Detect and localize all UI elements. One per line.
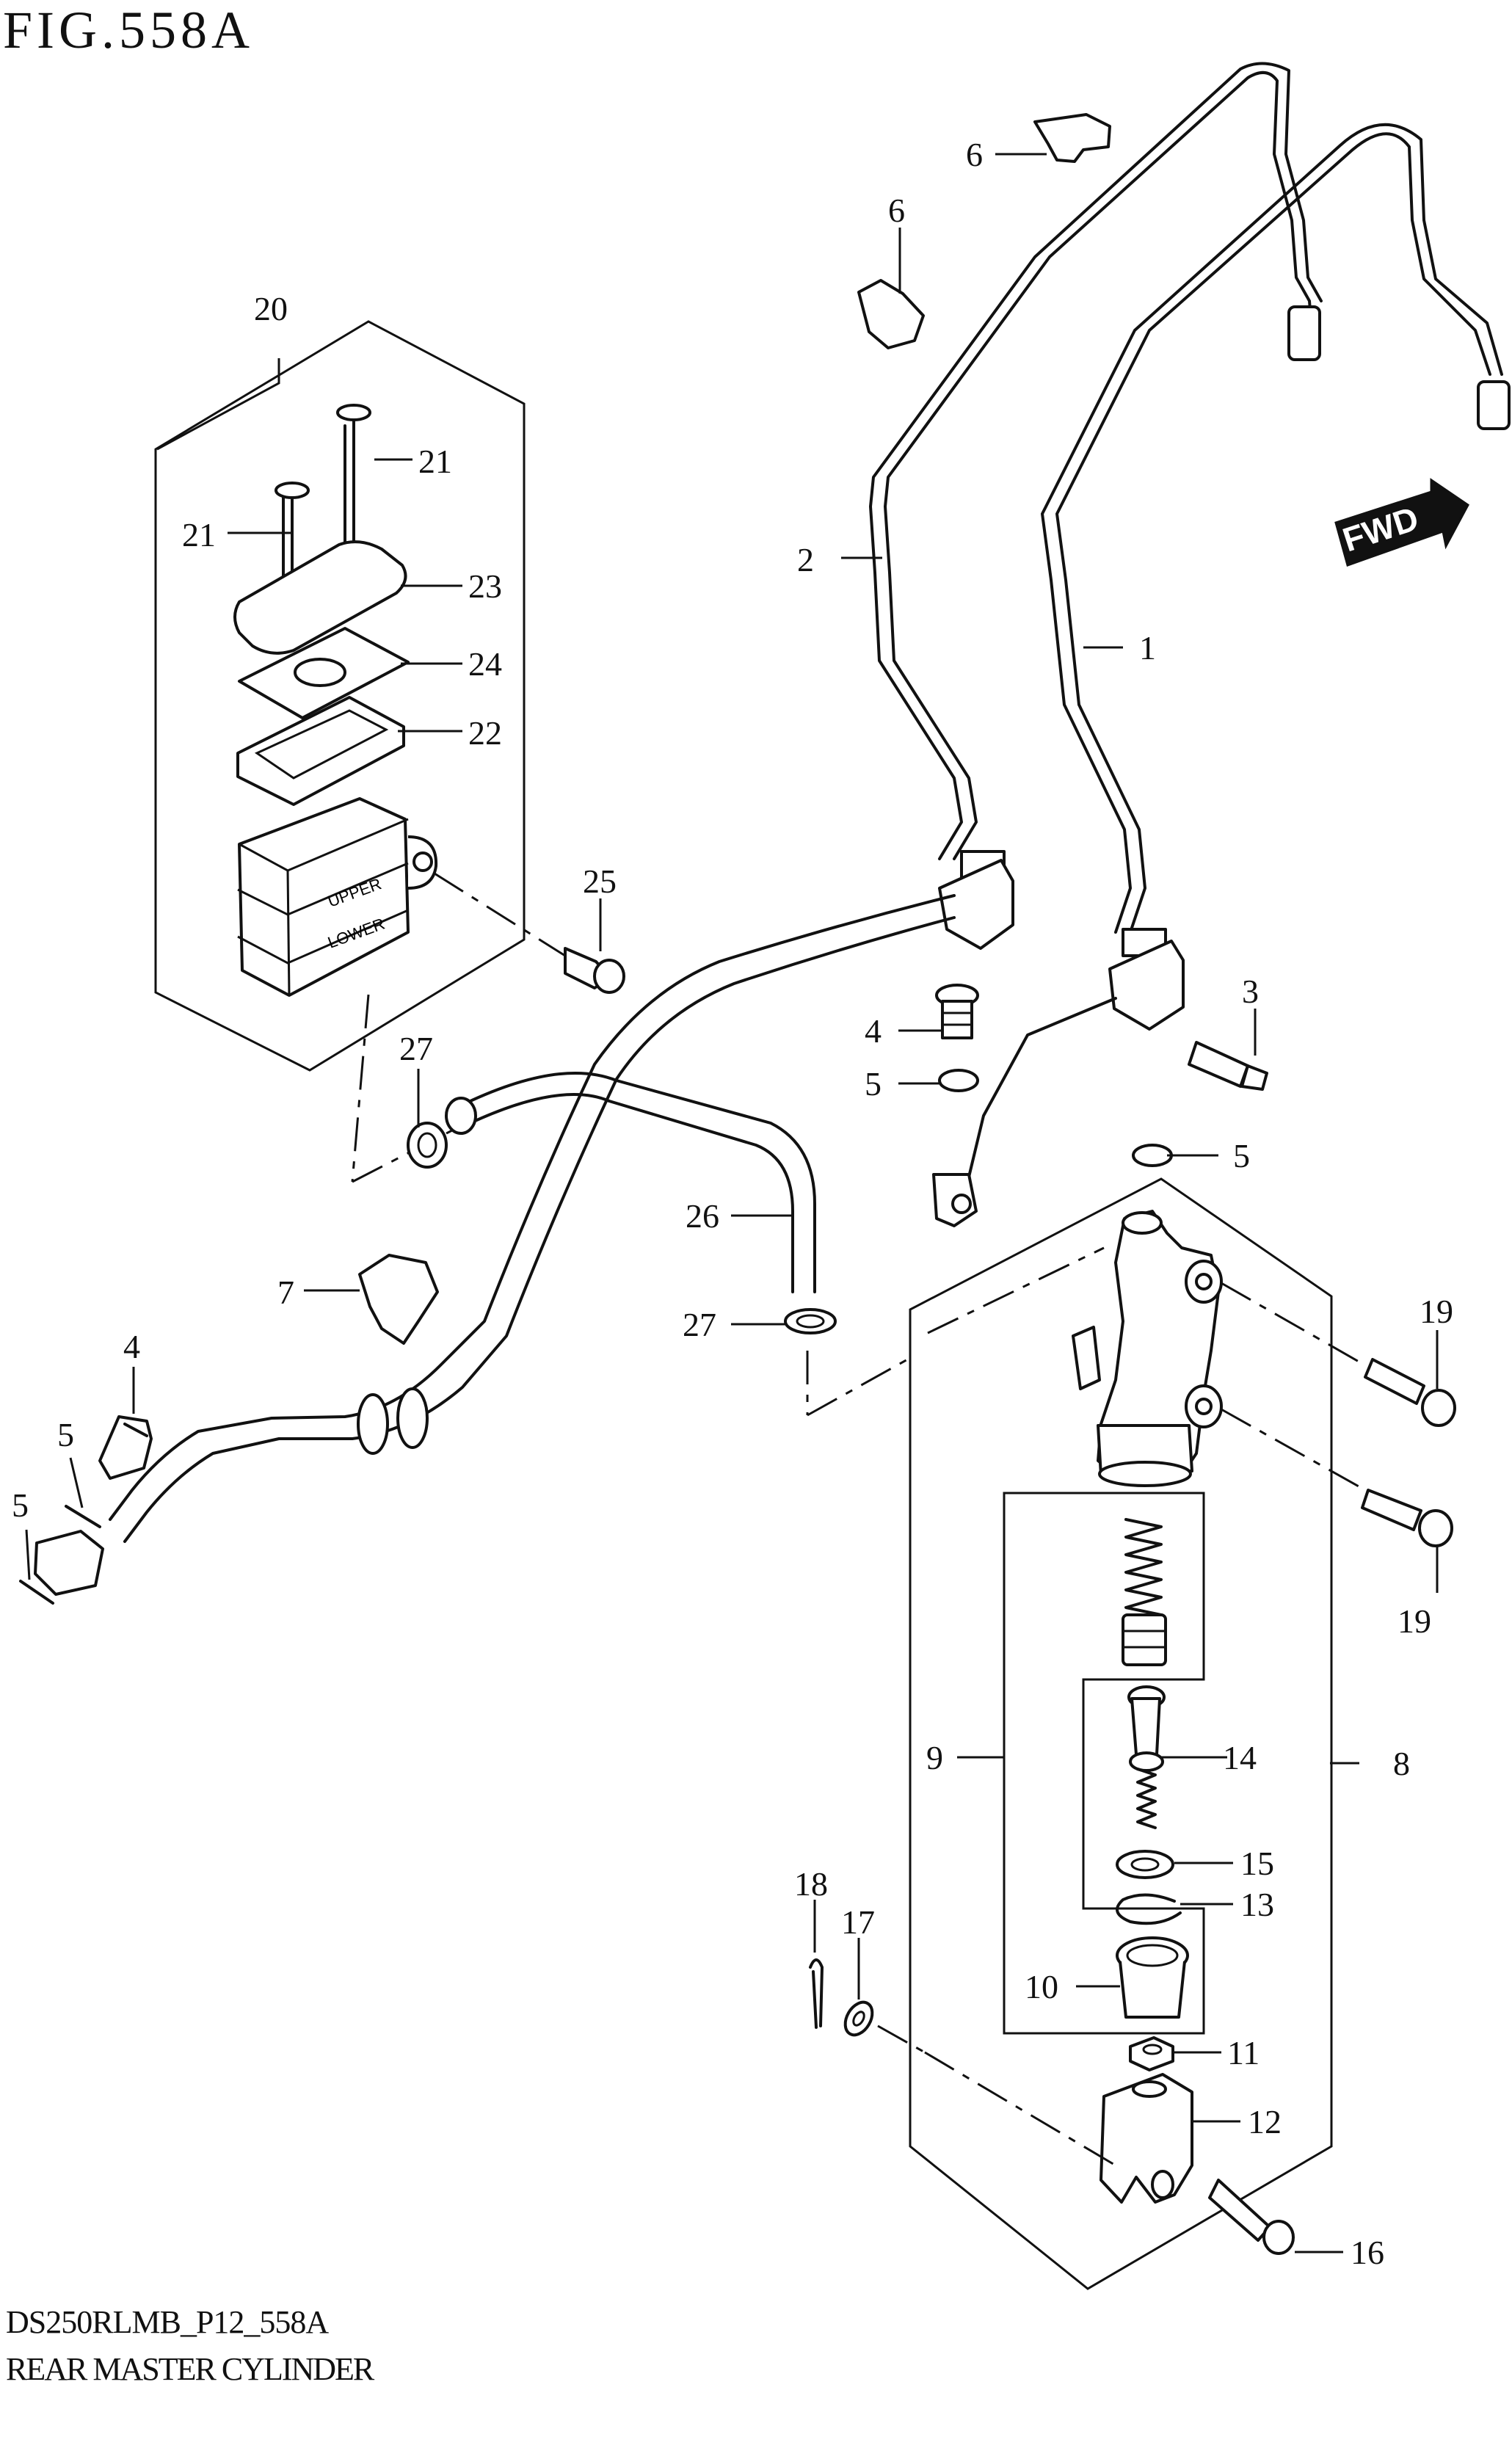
reservoir-cap — [233, 540, 407, 655]
callout-6-upper: 6 — [966, 136, 983, 173]
reservoir-screw-long — [336, 404, 371, 545]
master-cylinder-bracket — [909, 1177, 1333, 2290]
clevis — [1100, 2073, 1193, 2204]
brake-pipe-1 — [1055, 132, 1491, 934]
figure-title: FIG.558A — [3, 1, 255, 59]
callout-18: 18 — [794, 1865, 828, 1903]
callout-22: 22 — [468, 714, 502, 752]
callout-8: 8 — [1393, 1745, 1410, 1782]
figure-code: DS250RLMB_P12_558A — [6, 2304, 329, 2340]
cotter-pin — [809, 1958, 824, 2029]
callout-23: 23 — [468, 567, 502, 605]
callout-12: 12 — [1248, 2103, 1282, 2140]
callout-26: 26 — [686, 1197, 719, 1235]
callout-21-lower: 21 — [182, 516, 216, 553]
callout-6-lower: 6 — [888, 192, 905, 229]
callout-5-left-lower: 5 — [12, 1486, 29, 1524]
pipe-clamp-upper — [1033, 113, 1111, 163]
callout-2: 2 — [797, 541, 814, 578]
crush-washer — [938, 1069, 979, 1092]
callout-24: 24 — [468, 645, 502, 683]
callout-15: 15 — [1240, 1845, 1274, 1882]
pin-washer — [843, 2000, 874, 2037]
callout-5-right: 5 — [1233, 1137, 1250, 1174]
callout-19-lower: 19 — [1397, 1602, 1431, 1640]
dust-boot — [1116, 1936, 1189, 2019]
callout-14: 14 — [1223, 1739, 1257, 1776]
reservoir-mount-bolt — [564, 947, 625, 994]
callout-5-upper: 5 — [865, 1065, 882, 1103]
push-rod — [1127, 1685, 1166, 1829]
callout-25: 25 — [583, 862, 617, 900]
callout-13: 13 — [1240, 1886, 1274, 1923]
banjo-bolt — [935, 984, 979, 1039]
pipe-joint-lower — [1108, 928, 1185, 1031]
rod-washer — [1116, 1850, 1174, 1879]
reservoir-body — [238, 797, 410, 997]
callout-3: 3 — [1242, 973, 1259, 1010]
callout-20: 20 — [254, 290, 288, 327]
reservoir-group-bracket — [154, 320, 526, 1072]
callout-9: 9 — [926, 1739, 943, 1776]
callout-11: 11 — [1227, 2034, 1260, 2071]
callout-19-upper: 19 — [1420, 1293, 1453, 1330]
fwd-arrow-badge: FWD — [1334, 478, 1469, 567]
reservoir-hose — [454, 1071, 816, 1293]
pipe-joint-upper — [938, 850, 1014, 950]
callout-4-lower: 4 — [123, 1328, 140, 1365]
pipe-joint-bolt — [1188, 1041, 1268, 1091]
clevis-pin — [1208, 2179, 1295, 2255]
hose-joint-lower — [98, 1415, 153, 1480]
brake-pipe-2 — [884, 71, 1315, 860]
master-cylinder-body — [1072, 1210, 1223, 1487]
callout-17: 17 — [841, 1903, 875, 1941]
piston-kit-bracket — [1003, 1492, 1205, 2035]
callout-27-lower: 27 — [683, 1306, 716, 1343]
callout-16: 16 — [1351, 2234, 1384, 2271]
callout-5-left-upper: 5 — [57, 1416, 74, 1453]
hose-clamp-lower — [784, 1308, 837, 1334]
callout-7: 7 — [277, 1274, 294, 1311]
callout-1: 1 — [1139, 629, 1156, 667]
circlip — [1116, 1893, 1182, 1925]
return-spring — [1122, 1518, 1167, 1666]
figure-caption: REAR MASTER CYLINDER — [6, 2351, 374, 2387]
pipe-clamp-lower — [857, 279, 925, 349]
callout-21-upper: 21 — [418, 443, 452, 480]
hose-clamp-upper — [407, 1122, 448, 1169]
lock-nut — [1129, 2036, 1174, 2071]
master-cylinder-bolt-upper — [1364, 1358, 1456, 1427]
master-cylinder-bolt-lower — [1361, 1489, 1453, 1547]
callout-10: 10 — [1025, 1968, 1058, 2005]
hose-clip — [358, 1254, 439, 1345]
callout-27-upper: 27 — [399, 1030, 433, 1067]
leader-lines — [25, 153, 1439, 2253]
callout-4-upper: 4 — [865, 1012, 882, 1050]
diaphragm — [236, 696, 405, 806]
hose-banjo-fitting — [932, 1173, 978, 1227]
